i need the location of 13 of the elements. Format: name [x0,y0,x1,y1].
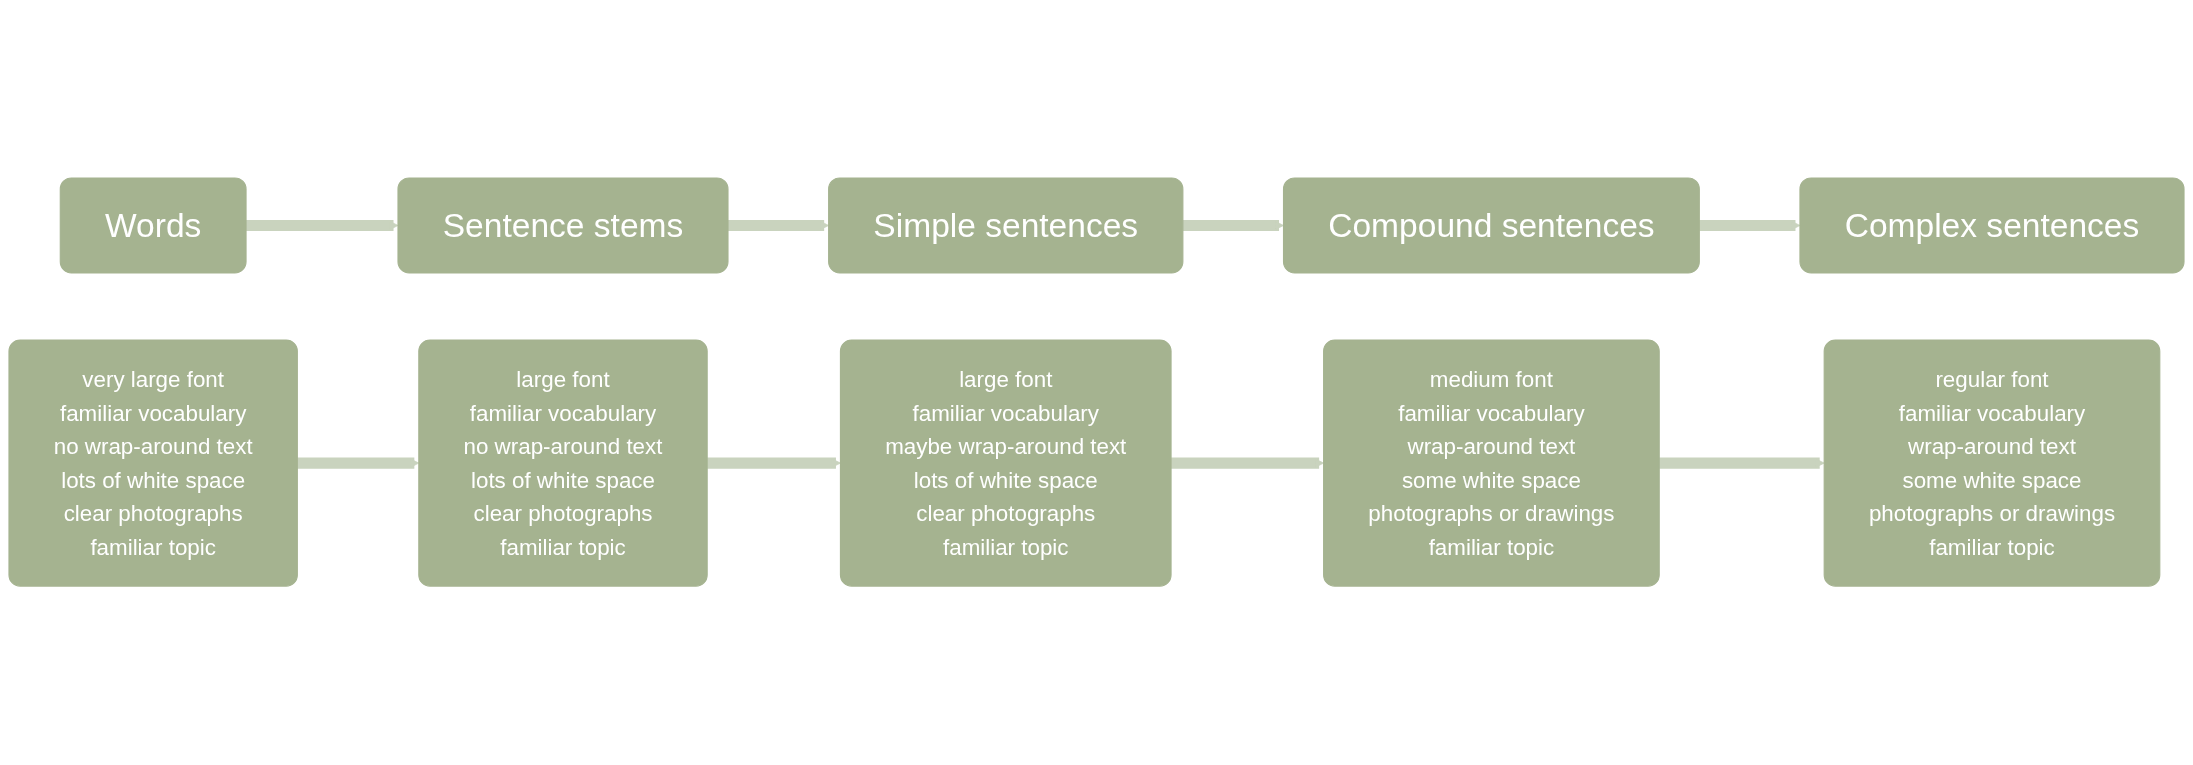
node-box: Compound sentences [1282,177,1700,275]
node-box: medium font familiar vocabulary wrap-around text some white space photographs or drawings familiar topic [1323,340,1660,588]
arrow [1182,220,1284,232]
node-box: Complex sentences [1799,177,2185,275]
node-box: large font familiar vocabulary maybe wrap-around text lots of white space clear photographs familiar topic [839,340,1172,588]
node-box: regular font familiar vocabulary wrap-around text some white space photographs or drawings familiar topic [1823,340,2161,588]
node-box: Words [59,177,247,275]
arrow [1659,458,1825,470]
node-box: large font familiar vocabulary no wrap-around text lots of white space clear photographs familiar topic [418,340,708,588]
arrow [707,458,841,470]
node-box: very large font familiar vocabulary no wrap-around text lots of white space clear photographs familiar topic [8,340,298,588]
node-box: Simple sentences [828,177,1184,275]
node-box: Sentence stems [397,177,729,275]
